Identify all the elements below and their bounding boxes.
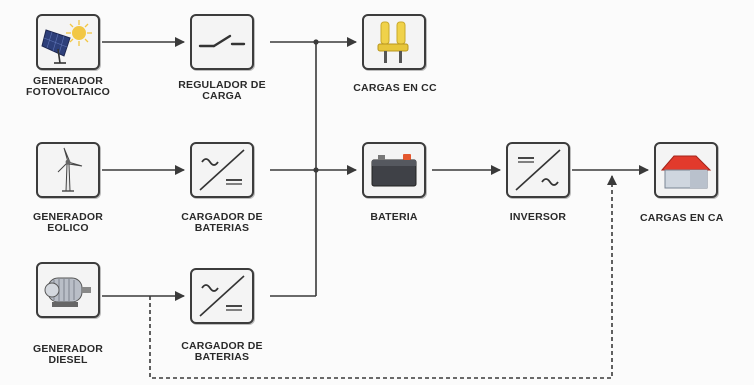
cargas-en-ca-box	[654, 142, 718, 198]
switch-icon	[198, 34, 246, 48]
bus-junction-mid	[313, 167, 319, 173]
regulador-de-carga-box	[190, 14, 254, 70]
bus-junction-top	[313, 39, 319, 45]
cargador-de-baterias-1-box	[190, 142, 254, 198]
regulador-de-carga-label: REGULADOR DE CARGA	[178, 79, 266, 102]
inversor-label: INVERSOR	[509, 211, 567, 223]
generador-eolico-box	[36, 142, 100, 198]
cargas-en-cc-box	[362, 14, 426, 70]
connector-diesel-bypass-dashed	[149, 175, 617, 379]
dc-ac-inverter-icon	[515, 149, 561, 191]
house-icon	[660, 155, 712, 189]
bateria-label: BATERIA	[370, 211, 418, 223]
solar-panel-icon	[41, 20, 92, 64]
generador-diesel-box	[36, 262, 100, 318]
cargador-de-baterias-2-label: CARGADOR DE BATERIAS	[181, 340, 263, 363]
dc-plug-icon	[377, 21, 409, 63]
diesel-motor-icon	[44, 277, 91, 307]
generador-diesel-label: GENERADOR DIESEL	[32, 343, 104, 366]
cargas-en-cc-label: CARGAS EN CC	[353, 82, 437, 94]
generador-fotovoltaico-box	[36, 14, 100, 70]
ac-dc-converter-icon	[199, 149, 245, 191]
cargador-de-baterias-1-label: CARGADOR DE BATERIAS	[181, 211, 263, 234]
bateria-box	[362, 142, 426, 198]
generador-fotovoltaico-label: GENERADOR FOTOVOLTAICO	[25, 75, 111, 98]
ac-dc-converter-icon	[199, 275, 245, 317]
generador-eolico-label: GENERADOR EOLICO	[32, 211, 104, 234]
cargas-en-ca-label: CARGAS EN CA	[640, 212, 724, 224]
battery-icon	[371, 154, 417, 187]
cargador-de-baterias-2-box	[190, 268, 254, 324]
inversor-box	[506, 142, 570, 198]
wind-turbine-icon	[57, 147, 83, 192]
